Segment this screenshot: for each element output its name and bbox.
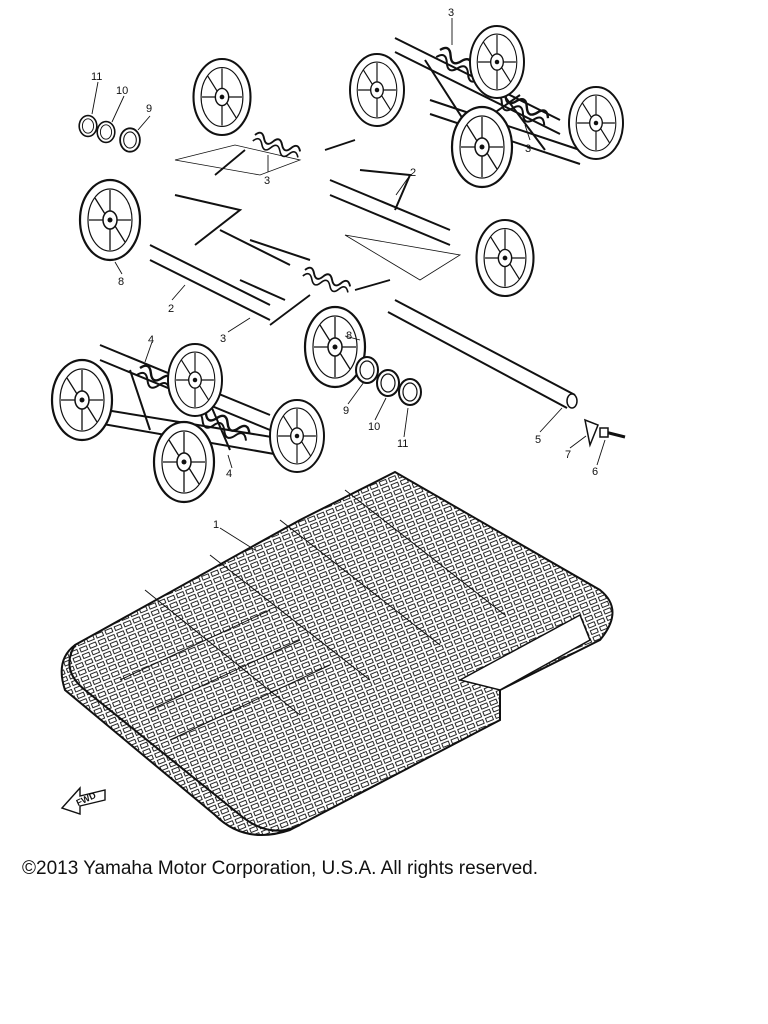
- bearing-set: [78, 114, 422, 406]
- callout-8-right: 8: [346, 330, 352, 342]
- callout-4-top: 4: [148, 334, 154, 346]
- callout-8-left: 8: [118, 276, 124, 288]
- callout-11-right: 11: [397, 438, 408, 450]
- suspension-arm-assembly: [78, 57, 535, 389]
- callout-5: 5: [535, 434, 541, 446]
- callout-4-bottom: 4: [226, 468, 232, 480]
- callout-3-rear: 3: [525, 143, 531, 155]
- callout-2-right: 2: [410, 167, 416, 179]
- front-wheel-axle-assembly: [50, 343, 325, 504]
- callout-1: 1: [213, 519, 219, 531]
- rear-wheel-axle-assembly: [349, 25, 624, 189]
- exploded-parts-diagram: FWD 1 2 2 3 3 3 3 4 4 5 6 7: [50, 7, 626, 836]
- callout-3-upper: 3: [264, 175, 270, 187]
- callout-9-right: 9: [343, 405, 349, 417]
- callout-10-right: 10: [368, 421, 380, 433]
- leader-lines: [91, 18, 606, 551]
- forward-direction-arrow: FWD: [60, 786, 106, 815]
- callout-7: 7: [565, 449, 571, 461]
- callout-6: 6: [592, 466, 598, 478]
- callout-3-lower: 3: [220, 333, 226, 345]
- track-belt: [60, 470, 614, 836]
- callout-2-left: 2: [168, 303, 174, 315]
- callout-3-top: 3: [448, 7, 454, 19]
- copyright-notice: ©2013 Yamaha Motor Corporation, U.S.A. A…: [22, 858, 538, 879]
- rear-shaft: [387, 299, 626, 448]
- callout-labels: 1 2 2 3 3 3 3 4 4 5 6 7 8 8 9 9 10 10 11…: [91, 7, 598, 531]
- callout-11-left: 11: [91, 71, 102, 83]
- callout-9-left: 9: [146, 103, 152, 115]
- callout-10-left: 10: [116, 85, 128, 97]
